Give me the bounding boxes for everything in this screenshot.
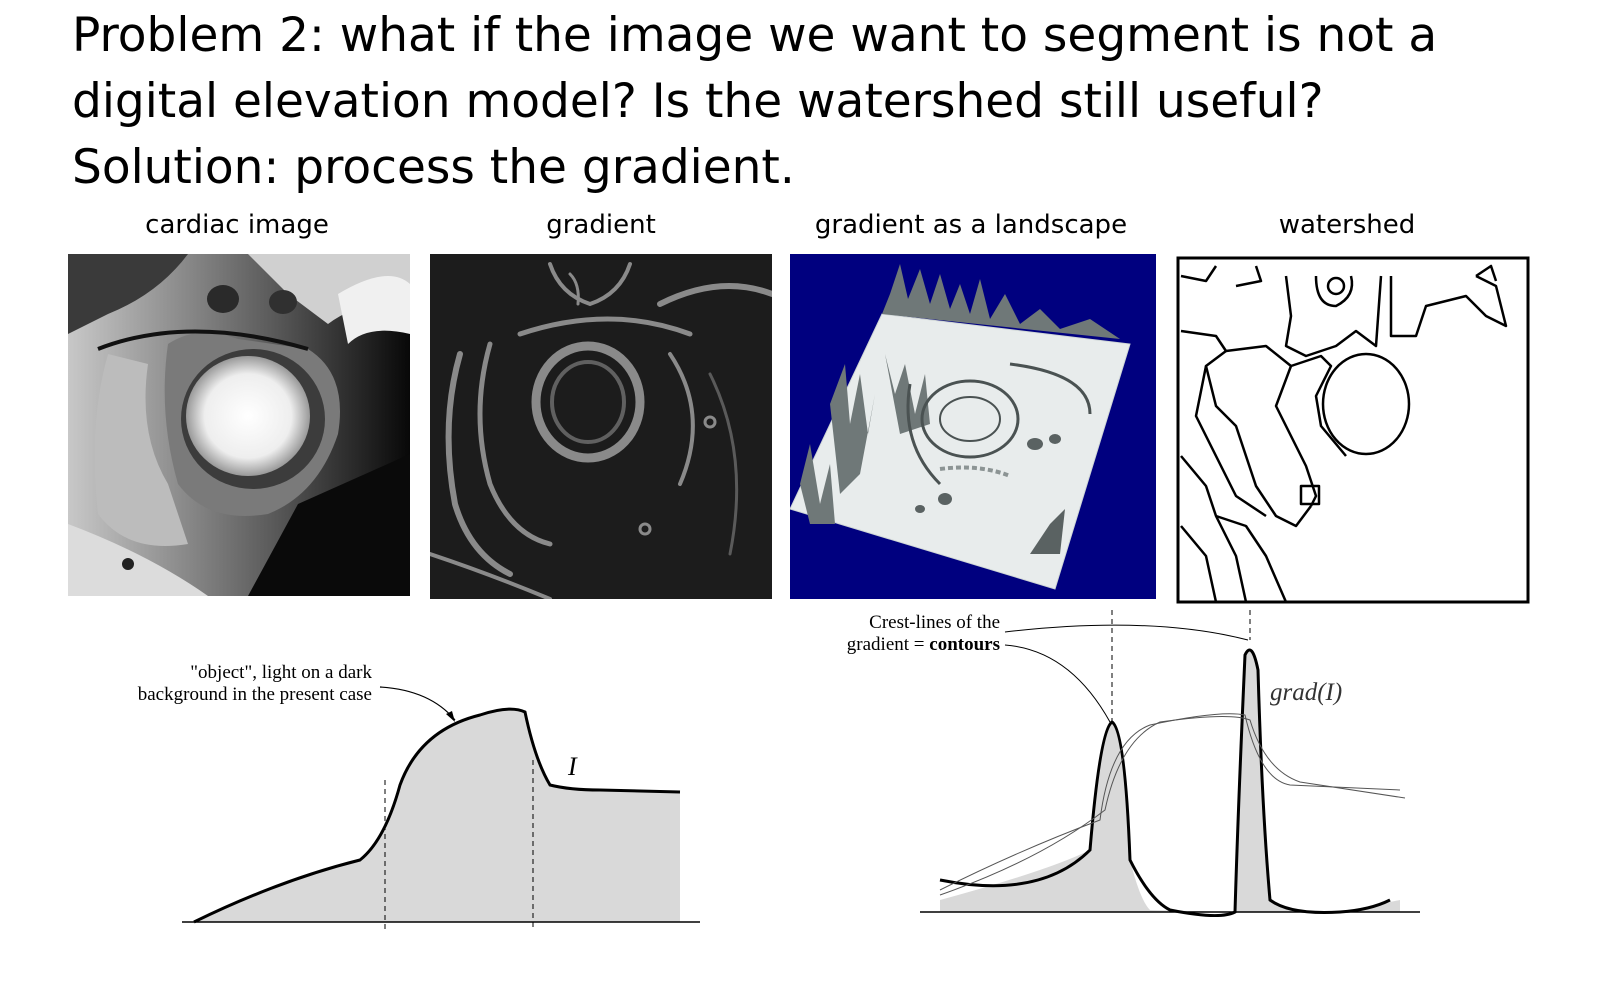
annotation-line-1: "object", light on a dark [190, 662, 372, 683]
title-line-1: Problem 2: what if the image we want to … [72, 8, 1438, 63]
title-line-2: digital elevation model? Is the watershe… [72, 74, 1324, 129]
intensity-plot: "object", light on a dark background in … [100, 650, 730, 970]
watershed-image [1176, 256, 1530, 604]
intensity-faint-curve [939, 713, 1401, 891]
gradient-image [430, 254, 772, 599]
crest-pointer-right [1004, 624, 1249, 641]
crest-pointer-left [1004, 644, 1111, 723]
gradient-plot: Crest-lines of the gradient = contours g… [820, 610, 1460, 955]
annotation-line-2: background in the present case [138, 684, 372, 705]
intensity-curve [193, 707, 681, 924]
gradient-curve [939, 648, 1391, 918]
caption-watershed: watershed [1278, 210, 1416, 240]
annotation-arrow [379, 686, 456, 721]
title-line-3: Solution: process the gradient. [72, 140, 795, 195]
curve-label-grad: grad(I) [1270, 679, 1342, 706]
caption-gradient: gradient [546, 210, 656, 240]
caption-landscape: gradient as a landscape [814, 210, 1128, 240]
annotation-prefix: gradient = [847, 634, 929, 655]
intensity-area [194, 709, 680, 922]
annotation-line-1: Crest-lines of the [869, 612, 1000, 633]
cardiac-image [68, 254, 410, 596]
landscape-image [790, 254, 1156, 599]
annotation-bold: contours [929, 634, 1000, 655]
annotation-line-2: gradient = contours [847, 634, 1000, 655]
curve-label-i: I [567, 752, 578, 781]
caption-cardiac-image: cardiac image [145, 210, 329, 240]
